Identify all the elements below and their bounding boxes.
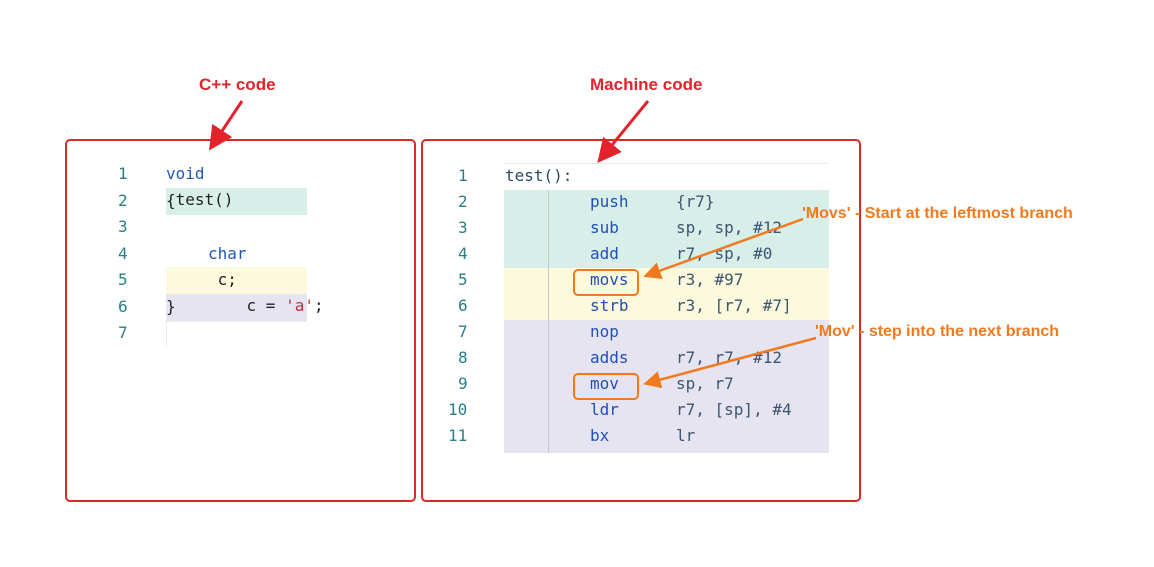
cpp-string: 'a' — [285, 296, 314, 315]
asm-top-divider — [504, 163, 829, 164]
mov-annotation: 'Mov' - step into the next branch — [815, 323, 1060, 340]
asm-operands: r3, #97 — [676, 270, 744, 289]
asm-line-number: 2 — [458, 192, 468, 211]
asm-indent-guide — [548, 190, 549, 453]
asm-mnemonic: ldr — [590, 400, 619, 419]
cpp-keyword: char — [208, 244, 247, 263]
asm-line-number: 6 — [458, 296, 468, 315]
cpp-line-number: 4 — [118, 244, 128, 263]
asm-line-number: 4 — [458, 244, 468, 263]
cpp-band-purple — [166, 294, 307, 321]
movs-highlight-box — [573, 269, 639, 296]
cpp-line-5: c = 'a'; — [208, 267, 324, 315]
movs-annotation: 'Movs' - Start at the leftmost branch — [802, 205, 1073, 222]
cpp-band-bottom — [166, 321, 307, 346]
cpp-title-arrow — [209, 100, 244, 151]
asm-line-number: 3 — [458, 218, 468, 237]
asm-mnemonic: add — [590, 244, 619, 263]
asm-mnemonic: sub — [590, 218, 619, 237]
asm-mnemonic: push — [590, 192, 629, 211]
asm-mnemonic: movs — [590, 270, 629, 289]
cpp-band-yellow — [166, 267, 307, 294]
asm-operands: r7, [sp], #4 — [676, 400, 792, 419]
cpp-text: c; — [208, 270, 237, 289]
asm-mnemonic: nop — [590, 322, 619, 341]
cpp-line-1: void test() — [166, 161, 233, 209]
asm-operands: r3, [r7, #7] — [676, 296, 792, 315]
asm-line-number: 9 — [458, 374, 468, 393]
cpp-line-2: { — [166, 191, 176, 210]
asm-operands: r7, sp, #0 — [676, 244, 773, 263]
asm-operands: r7, r7, #12 — [676, 348, 782, 367]
asm-mnemonic: bx — [590, 426, 610, 445]
asm-line-number: 11 — [448, 426, 468, 445]
asm-mnemonic: mov — [590, 374, 619, 393]
cpp-line-number: 7 — [118, 323, 128, 342]
asm-line-number: 5 — [458, 270, 468, 289]
cpp-keyword: void — [166, 164, 205, 183]
cpp-text: test() — [166, 190, 234, 209]
mov-highlight-box — [573, 373, 639, 400]
cpp-line-number: 5 — [118, 270, 128, 289]
cpp-line-number: 2 — [118, 191, 128, 210]
cpp-band-green — [166, 188, 307, 215]
cpp-line-number: 3 — [118, 217, 128, 236]
asm-line-number: 7 — [458, 322, 468, 341]
asm-mnemonic: adds — [590, 348, 629, 367]
asm-label: test(): — [505, 166, 573, 185]
asm-operands: {r7} — [676, 192, 715, 211]
cpp-text: ; — [313, 296, 324, 315]
asm-mnemonic: strb — [590, 296, 629, 315]
cpp-line-number: 6 — [118, 297, 128, 316]
asm-operands: sp, sp, #12 — [676, 218, 782, 237]
asm-line-number: 8 — [458, 348, 468, 367]
asm-line-number: 1 — [458, 166, 468, 185]
asm-operands: sp, r7 — [676, 374, 734, 393]
cpp-code-title: C++ code — [199, 75, 276, 94]
asm-band-yellow — [504, 268, 829, 320]
asm-line-number: 10 — [448, 400, 468, 419]
asm-band-purple — [504, 320, 829, 453]
cpp-text: c = — [246, 296, 286, 315]
machine-code-title: Machine code — [590, 75, 703, 94]
cpp-line-6: } — [166, 297, 176, 316]
asm-operands: lr — [676, 426, 696, 445]
cpp-line-4: char c; — [208, 241, 247, 289]
cpp-line-number: 1 — [118, 164, 128, 183]
